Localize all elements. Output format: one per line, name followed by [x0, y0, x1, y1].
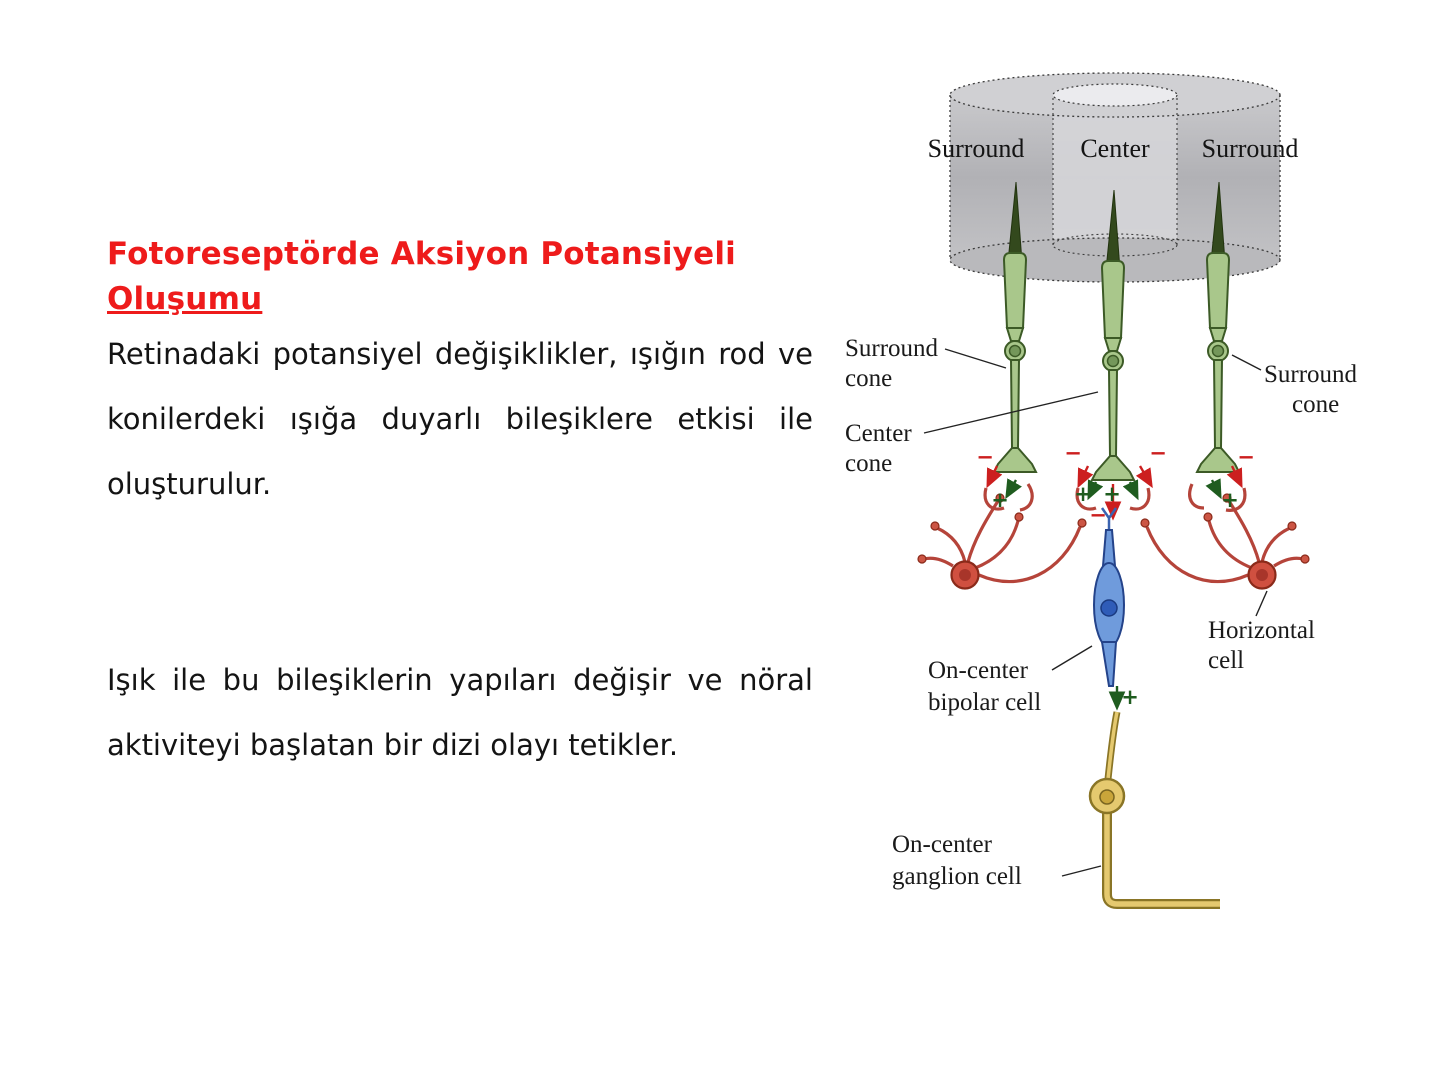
- minus-sign: −: [1237, 445, 1255, 469]
- cylinder-label-surround-right: Surround: [1202, 134, 1299, 163]
- horizontal-cell-left: [917, 483, 1087, 590]
- horizontal-cell-left-nucleus: [959, 569, 971, 581]
- plus-sign: +: [1221, 488, 1239, 512]
- surround-cone-left-line-2: cone: [845, 365, 892, 392]
- minus-sign: −: [1149, 441, 1167, 465]
- center-cone-line-1: Center: [845, 420, 912, 447]
- label-surround-cone-right: Surround cone: [1231, 354, 1358, 418]
- slide-heading: Fotoreseptörde Aksiyon Potansiyeli Oluşu…: [107, 232, 736, 322]
- cone-right: [1195, 181, 1241, 473]
- cone-left: [992, 181, 1038, 473]
- cone-center-nucleus: [1106, 354, 1120, 368]
- cylinder-label-center: Center: [1080, 134, 1150, 163]
- plus-sign: +: [1074, 482, 1092, 506]
- paragraph-2: Işık ile bu bileşiklerin yapıları değişi…: [107, 663, 813, 762]
- cone-center: [1090, 189, 1136, 481]
- minus-sign: −: [1089, 503, 1107, 527]
- on-center-ganglion-line-2: ganglion cell: [892, 863, 1022, 890]
- plus-sign: +: [1103, 482, 1121, 506]
- ganglion-axon: [1102, 813, 1220, 909]
- minus-sign: −: [1064, 441, 1082, 465]
- center-synapse-processes: [1075, 487, 1151, 511]
- synapse-signs: − − − − − + + + + +: [976, 441, 1255, 709]
- label-center-cone: Center cone: [845, 391, 1099, 477]
- receptive-field-cylinder: Surround Center Surround: [928, 72, 1299, 283]
- horizontal-cell-right-nucleus: [1256, 569, 1268, 581]
- horizontal-cell-line-2: cell: [1208, 647, 1244, 674]
- retina-circuit-diagram: Surround Center Surround: [845, 72, 1358, 909]
- cylinder-label-surround-left: Surround: [928, 134, 1025, 163]
- surround-cone-right-line-2: cone: [1292, 391, 1339, 418]
- minus-sign: −: [976, 445, 994, 469]
- cylinder-center-hole: [1052, 83, 1178, 107]
- label-horizontal-cell: Horizontal cell: [1208, 590, 1315, 674]
- bipolar-cell-nucleus: [1100, 599, 1118, 617]
- label-surround-cone-left: Surround cone: [845, 335, 1007, 392]
- label-on-center-bipolar: On-center bipolar cell: [928, 645, 1093, 716]
- center-cone-line-2: cone: [845, 450, 892, 477]
- surround-cone-right-line-1: Surround: [1264, 361, 1358, 388]
- bipolar-cell: [1093, 507, 1125, 687]
- horizontal-cell-right: [1140, 483, 1310, 590]
- plus-sign: +: [991, 488, 1009, 512]
- on-center-bipolar-line-1: On-center: [928, 657, 1029, 684]
- surround-cone-left-line-1: Surround: [845, 335, 939, 362]
- cone-center-pedicle: [1090, 455, 1136, 481]
- cone-right-nucleus: [1211, 344, 1225, 358]
- heading-line-1: Fotoreseptörde Aksiyon Potansiyeli: [107, 236, 736, 272]
- plus-sign: +: [1121, 685, 1139, 709]
- excitatory-arrows: [1005, 478, 1222, 711]
- heading-line-2: Oluşumu: [107, 281, 263, 317]
- horizontal-cell-line-1: Horizontal: [1208, 617, 1315, 644]
- ganglion-cell-nucleus: [1099, 789, 1115, 805]
- ganglion-cell: [1088, 711, 1220, 909]
- on-center-ganglion-line-1: On-center: [892, 831, 993, 858]
- label-on-center-ganglion: On-center ganglion cell: [892, 831, 1102, 890]
- paragraph-1: Retinadaki potansiyel değişiklikler, ışı…: [107, 337, 813, 501]
- cone-left-nucleus: [1008, 344, 1022, 358]
- cone-left-pedicle: [992, 447, 1038, 473]
- on-center-bipolar-line-2: bipolar cell: [928, 689, 1041, 716]
